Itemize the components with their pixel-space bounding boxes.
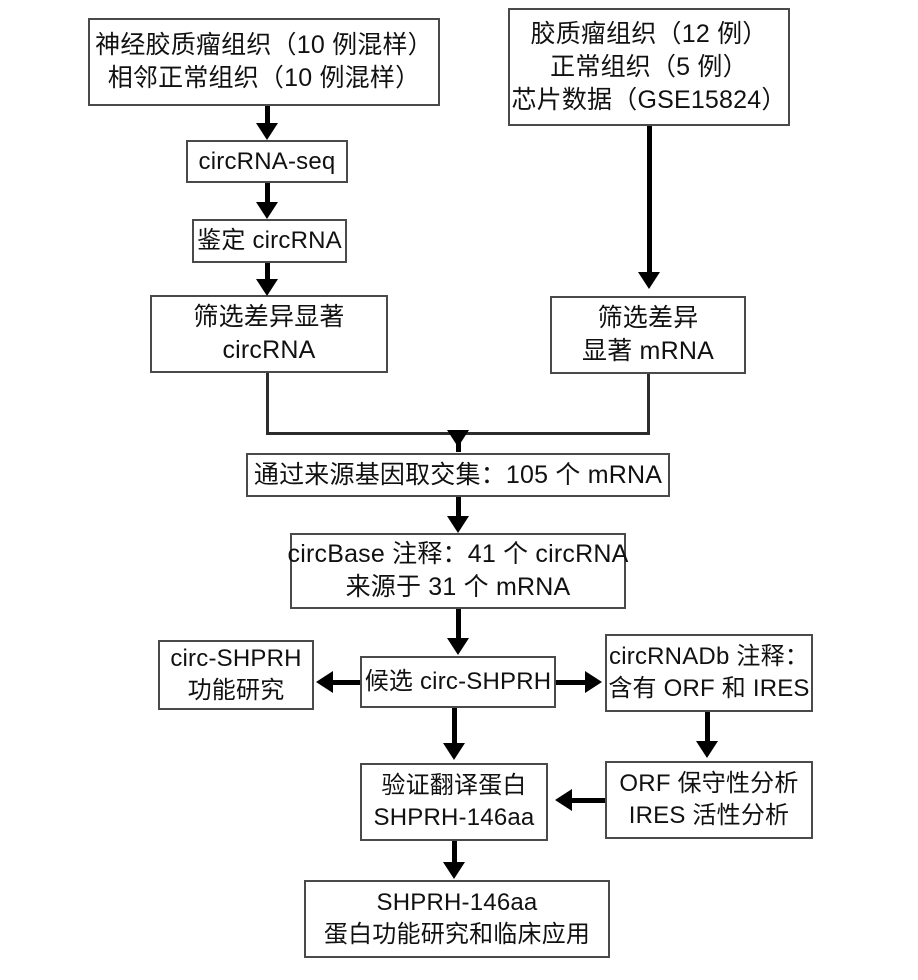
edge-line-verify-to-final xyxy=(452,841,457,865)
edge-line-screen-mrna-down xyxy=(647,374,650,435)
edge-arrow-candidate-to-func xyxy=(316,671,333,693)
edge-line-identify-to-screen xyxy=(265,263,270,281)
node-line: 验证翻译蛋白 xyxy=(381,772,527,800)
node-screen-mrna: 筛选差异 显著 mRNA xyxy=(550,296,746,374)
node-line: 通过来源基因取交集：105 个 mRNA xyxy=(253,460,663,489)
node-intersect-mrna: 通过来源基因取交集：105 个 mRNA xyxy=(246,453,670,497)
node-verify-protein: 验证翻译蛋白 SHPRH-146aa xyxy=(360,763,548,841)
node-circrnadb-annotation: circRNADb 注释： 含有 ORF 和 IRES xyxy=(605,634,813,712)
node-final-application: SHPRH-146aa 蛋白功能研究和临床应用 xyxy=(304,880,610,958)
edge-line-glioma-to-seq xyxy=(265,106,270,125)
node-line: 筛选差异 xyxy=(597,304,699,332)
edge-line-circbase-to-candidate xyxy=(456,609,461,641)
node-circ-shprh-function: circ-SHPRH 功能研究 xyxy=(158,640,314,710)
node-line: 相邻正常组织（10 例混样） xyxy=(107,64,421,92)
node-line: 含有 ORF 和 IRES xyxy=(608,675,810,702)
edge-arrow-intersect-to-circbase xyxy=(447,516,469,533)
node-candidate-circ-shprh: 候选 circ-SHPRH xyxy=(360,656,556,708)
node-orf-ires-analysis: ORF 保守性分析 IRES 活性分析 xyxy=(605,761,813,839)
node-line: 筛选差异显著 xyxy=(193,303,345,331)
edge-line-intersect-to-circbase xyxy=(456,497,461,519)
edge-arrow-candidate-to-verify xyxy=(443,743,465,760)
node-line: circBase 注释：41 个 circRNA xyxy=(287,540,629,568)
node-line: circRNADb 注释： xyxy=(609,643,809,671)
edge-arrow-circbase-to-candidate xyxy=(447,638,469,655)
node-circrna-seq: circRNA-seq xyxy=(186,140,348,183)
edge-line-chip-to-mrna xyxy=(647,126,652,274)
node-line: circ-SHPRH xyxy=(170,645,302,673)
node-line: 胶质瘤组织（12 例） xyxy=(530,19,768,48)
node-line: 显著 mRNA xyxy=(582,337,714,365)
node-screen-circrna: 筛选差异显著 circRNA xyxy=(150,295,388,373)
node-source-chip: 胶质瘤组织（12 例） 正常组织（5 例） 芯片数据（GSE15824） xyxy=(508,8,790,126)
edge-line-circrnadb-to-orf xyxy=(705,712,710,744)
node-line: circRNA xyxy=(222,336,316,364)
node-line: 正常组织（5 例） xyxy=(550,52,748,81)
node-line: 芯片数据（GSE15824） xyxy=(511,85,787,114)
edge-arrow-glioma-to-seq xyxy=(256,123,278,140)
node-line: 来源于 31 个 mRNA xyxy=(345,573,571,601)
node-line: 蛋白功能研究和临床应用 xyxy=(323,921,591,948)
edge-arrow-merge-to-intersect xyxy=(447,430,469,447)
node-identify-circrna: 鉴定 circRNA xyxy=(192,219,347,263)
edge-arrow-seq-to-identify xyxy=(256,202,278,219)
edge-line-screen-circrna-down xyxy=(266,373,269,435)
edge-line-candidate-to-circrnadb xyxy=(556,680,585,685)
node-circbase-annotation: circBase 注释：41 个 circRNA 来源于 31 个 mRNA xyxy=(287,533,629,609)
edge-line-orf-to-verify xyxy=(572,798,605,803)
node-line: 候选 circ-SHPRH xyxy=(364,668,552,696)
edge-arrow-candidate-to-circrnadb xyxy=(585,671,602,693)
node-line: SHPRH-146aa xyxy=(376,889,538,917)
node-line: IRES 活性分析 xyxy=(628,802,790,829)
node-line: ORF 保守性分析 xyxy=(619,770,799,798)
edge-arrow-verify-to-final xyxy=(443,862,465,879)
edge-arrow-orf-to-verify xyxy=(555,789,572,811)
node-line: 鉴定 circRNA xyxy=(197,227,342,255)
node-line: 功能研究 xyxy=(187,677,285,704)
node-line: SHPRH-146aa xyxy=(373,804,535,831)
edge-line-candidate-to-func xyxy=(333,680,360,685)
edge-line-seq-to-identify xyxy=(265,183,270,203)
edge-arrow-chip-to-mrna xyxy=(638,272,660,289)
node-source-glioma: 神经胶质瘤组织（10 例混样） 相邻正常组织（10 例混样） xyxy=(88,18,440,106)
node-line: 神经胶质瘤组织（10 例混样） xyxy=(95,31,433,59)
edge-arrow-identify-to-screen xyxy=(256,279,278,296)
edge-arrow-circrnadb-to-orf xyxy=(696,741,718,758)
edge-line-candidate-to-verify xyxy=(452,708,457,745)
node-line: circRNA-seq xyxy=(198,147,336,175)
